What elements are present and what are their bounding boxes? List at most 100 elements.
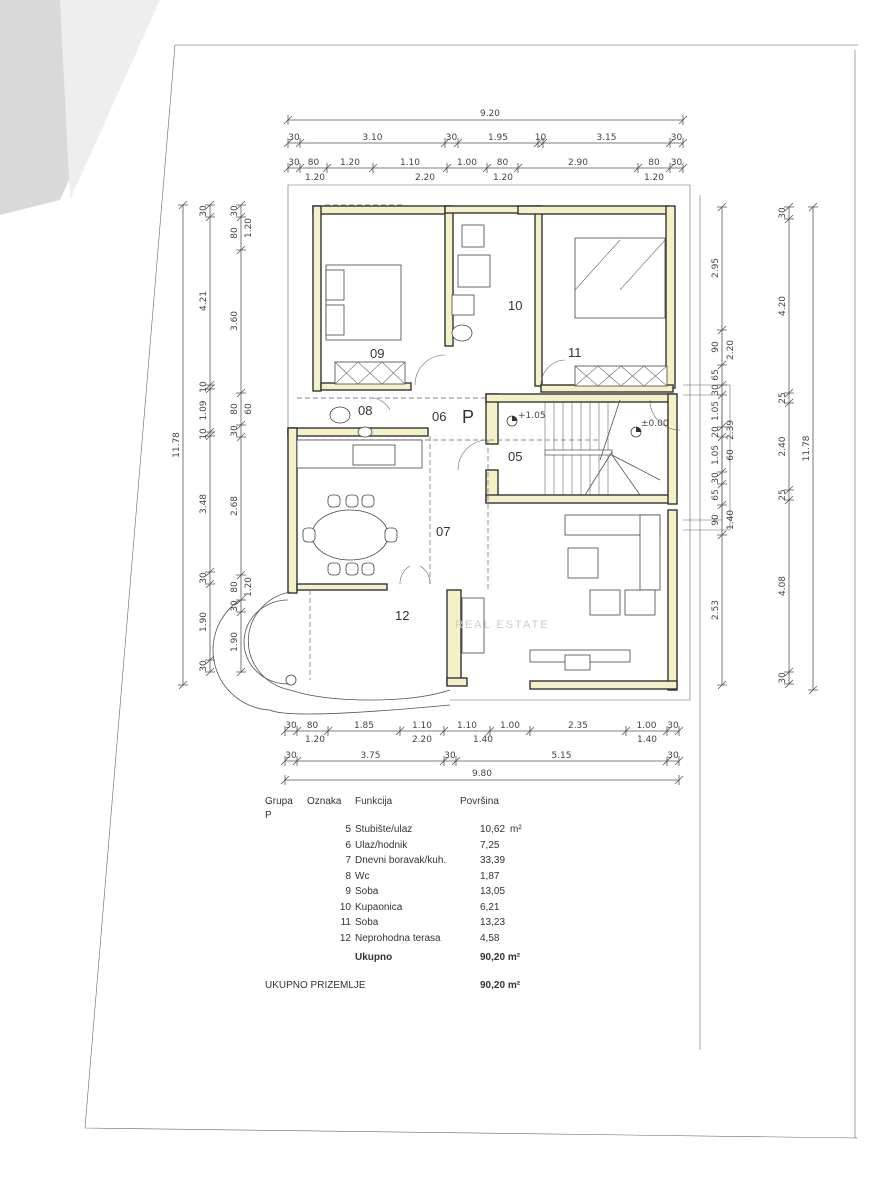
table-cell-no: 6 (345, 839, 351, 851)
dimension-tick (513, 163, 523, 173)
terrace-outer-outline (212, 599, 451, 715)
dimension-label: 30 (199, 205, 209, 217)
table-cell-area: 13,05 (480, 886, 506, 897)
dimension-tick (717, 202, 727, 212)
dimension-tick (236, 420, 246, 430)
dimension-tick (236, 432, 246, 442)
level-marker-upper: +1.05 (506, 411, 546, 427)
table-cell-name: Soba (355, 917, 379, 928)
room-label-07: 07 (436, 524, 450, 539)
furniture (296, 224, 668, 671)
dimension-tick (717, 530, 727, 540)
table-cell-no: 8 (345, 870, 351, 882)
table-cell-area: 6,21 (480, 901, 500, 913)
dimension-tick (525, 726, 535, 736)
dimension-tick (453, 138, 463, 148)
dimension-label: 9.80 (472, 769, 492, 779)
dimension-tick (784, 485, 794, 495)
table-cell-area: 10,62 (480, 824, 506, 835)
dimension-tick (442, 163, 452, 173)
dimension-tick (323, 726, 333, 736)
terrace-outline (247, 591, 451, 701)
table-cell-area: 1,87 (480, 870, 500, 882)
dimension-label: 30 (671, 133, 683, 143)
toilet-08 (329, 406, 351, 424)
staircase (544, 399, 661, 496)
dimension-tick (283, 115, 293, 125)
dimension-label: 30 (199, 572, 209, 584)
floor-label: P (462, 407, 474, 427)
table-cell-no: 11 (340, 917, 351, 928)
level-entry-label: ±0.00 (641, 419, 669, 429)
dimension-label: 30 (230, 600, 240, 612)
dimension-tick (717, 432, 727, 442)
table-cell-no: 12 (339, 932, 351, 944)
dimension-tick (784, 679, 794, 689)
table-cell-area: 7,25 (480, 839, 500, 851)
room-label-09: 09 (370, 346, 384, 361)
dimension-label: 65 (711, 489, 721, 500)
dimension-tick (678, 138, 688, 148)
table-cell-unit: m² (510, 824, 522, 835)
dimension-label: 3.15 (596, 133, 616, 143)
stair-outline (611, 454, 641, 496)
dimension-tick (784, 398, 794, 408)
dimension-label: 90 (711, 341, 721, 353)
dimension-label: 2.20 (415, 173, 435, 183)
dimension-label: 1.09 (199, 400, 209, 420)
dimension-tick (533, 138, 543, 148)
dimension-label: 30 (230, 425, 240, 437)
dimension-label: 80 (230, 403, 240, 415)
stair-outline (584, 451, 613, 496)
dimension-label: 1.20 (493, 173, 513, 183)
dimension-label: 30 (446, 133, 458, 143)
level-upper-label: +1.05 (518, 411, 546, 421)
dimension-tick (439, 756, 449, 766)
dimension-tick (283, 138, 293, 148)
dimension-label: 1.05 (711, 401, 721, 421)
dimension-tick (236, 388, 246, 398)
paper-fold (60, 0, 160, 200)
dimension-tick (482, 163, 492, 173)
dimension-label: 3.48 (199, 494, 209, 514)
dimension-label: 1.10 (412, 721, 432, 731)
bed-room-11 (574, 237, 666, 319)
dimension-tick (205, 427, 215, 437)
dimension-label: 80 (307, 721, 319, 731)
dimension-tick (717, 360, 727, 370)
toilet-10 (461, 224, 485, 248)
table-cell-name: Stubište/ulaz (355, 824, 413, 835)
dimension-tick (665, 163, 675, 173)
level-marker-entry: ±0.00 (630, 419, 669, 438)
dimension-label: 1.00 (457, 158, 477, 168)
dimension-label: 1.00 (500, 721, 520, 731)
dimension-label: 1.20 (340, 158, 360, 168)
dimension-label: 30 (288, 133, 300, 143)
table-cell-name: Ulaz/hodnik (355, 839, 408, 851)
dimension-tick (295, 163, 305, 173)
dimension-label: 80 (230, 227, 240, 239)
dimension-label: 1.10 (457, 721, 477, 731)
dimension-tick (717, 500, 727, 510)
dimension-tick (280, 775, 290, 785)
dimension-label: 2.95 (711, 258, 721, 278)
header-povrsina: Površina (460, 796, 499, 807)
dimension-label: 3.60 (230, 311, 240, 331)
sink-08 (357, 426, 373, 438)
grand-total-area: 90,20 m² (480, 980, 521, 991)
doors[interactable] (371, 354, 681, 585)
dimension-tick (674, 726, 684, 736)
toilet-10b (451, 324, 473, 342)
dimension-tick (440, 138, 450, 148)
dimension-label: 1.20 (305, 173, 325, 183)
dimension-label: 25 (778, 489, 788, 500)
dimension-tick (665, 138, 675, 148)
dimension-tick (784, 214, 794, 224)
room-label-11: 11 (568, 345, 582, 360)
dimension-tick (205, 380, 215, 390)
dimension-label: 1.40 (726, 510, 736, 530)
table-cell-name: Dnevni boravak/kuh. (355, 855, 447, 866)
table-cell-area: 33,39 (480, 855, 506, 866)
dimension-tick (178, 200, 188, 210)
dimension-label: 10 (199, 428, 209, 440)
